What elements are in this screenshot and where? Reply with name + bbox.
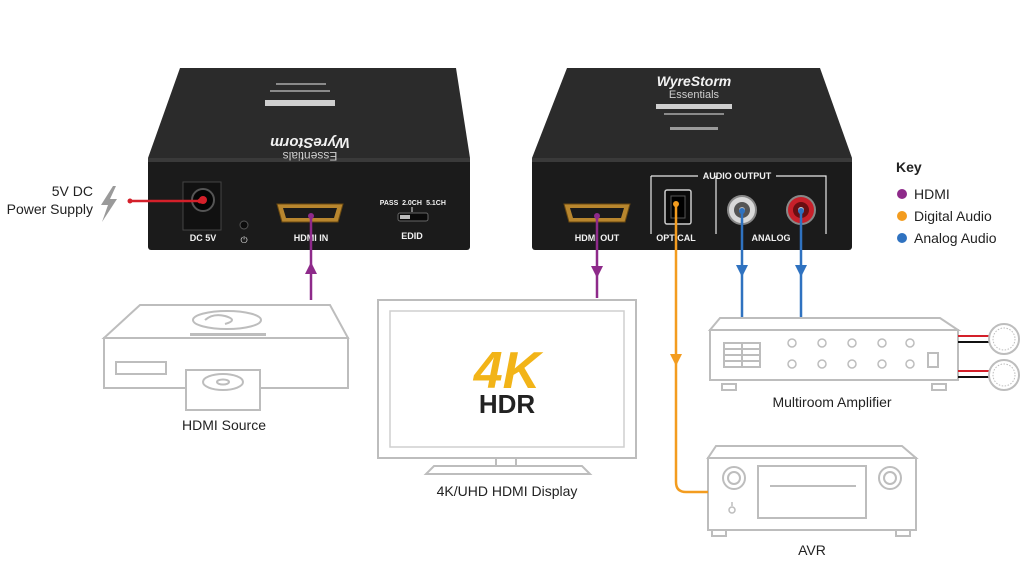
- key-hdmi-swatch: [897, 189, 907, 199]
- speaker-wires: [958, 335, 992, 378]
- input-brand-sub: Essentials: [283, 149, 338, 163]
- digital-audio-cable: [670, 201, 708, 494]
- input-brand: WyreStorm: [270, 134, 350, 151]
- edid-51ch-label: 5.1CH: [426, 200, 446, 207]
- power-label-line1: 5V DC: [52, 183, 93, 199]
- edid-20ch-label: 2.0CH: [402, 200, 422, 207]
- lightning-icon: [101, 186, 117, 222]
- amplifier-device: [707, 317, 962, 391]
- analog-label: ANALOG: [752, 233, 791, 243]
- power-icon: ⏻: [240, 235, 247, 245]
- avr-label: AVR: [798, 542, 826, 558]
- display-device: 4K HDR: [377, 299, 637, 475]
- logo-hdr: HDR: [479, 389, 536, 419]
- output-brand: WyreStorm: [657, 73, 731, 89]
- power-label-line2: Power Supply: [7, 201, 93, 217]
- key-analog-swatch: [897, 233, 907, 243]
- key-digital-label: Digital Audio: [914, 208, 992, 224]
- hdmi-cable-display: [591, 213, 603, 298]
- avr-device: [706, 445, 919, 537]
- output-brand-sub: Essentials: [669, 89, 720, 101]
- converter-output-unit: WyreStorm Essentials HDMI OUT AUDIO OUTP…: [532, 68, 852, 250]
- hdmi-source-device: [101, 304, 350, 411]
- logo-4k: 4K: [473, 342, 544, 400]
- key-legend: Key HDMI Digital Audio Analog Audio: [896, 159, 997, 246]
- display-label: 4K/UHD HDMI Display: [437, 483, 578, 499]
- key-title: Key: [896, 159, 922, 175]
- edid-pass-label: PASS: [380, 200, 399, 207]
- analog-audio-cables: [736, 208, 807, 317]
- dc-port-label: DC 5V: [190, 233, 217, 243]
- edid-label: EDID: [401, 231, 423, 241]
- key-digital-swatch: [897, 211, 907, 221]
- key-analog-label: Analog Audio: [914, 230, 997, 246]
- amplifier-label: Multiroom Amplifier: [772, 394, 891, 410]
- speaker-icon: [988, 323, 1020, 391]
- bluray-logo-icon: [192, 310, 262, 330]
- converter-input-unit: WyreStorm Essentials DC 5V ⏻ HDMI IN PAS…: [148, 68, 470, 250]
- audio-output-label: AUDIO OUTPUT: [703, 171, 772, 181]
- hdmi-cable-source: [305, 213, 317, 300]
- hdmi-source-label: HDMI Source: [182, 417, 266, 433]
- key-hdmi-label: HDMI: [914, 186, 950, 202]
